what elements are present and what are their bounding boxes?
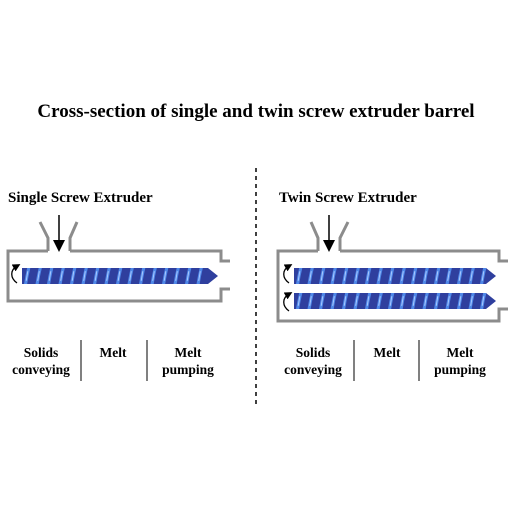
screw-flight-highlight [25,271,29,281]
screw-flight-highlight [389,271,393,281]
screw-flight-highlight [71,271,75,281]
screw-flight-highlight [332,296,335,306]
screw-flight-highlight [389,296,393,306]
screw-flight-highlight [481,271,485,281]
screw-flight-highlight [37,271,40,281]
screw-flight-highlight [175,271,178,281]
screw-flight-highlight [48,271,52,281]
screw-flight-highlight [297,271,301,281]
screw-flight-highlight [366,296,370,306]
screw-flight-highlight [83,271,86,281]
twin-rotation-arrow-bottom [283,292,293,312]
screw-flight-highlight [424,271,427,281]
screw-flight-highlight [60,271,63,281]
twin-zone-melt-pumping: Melt pumping [434,345,486,377]
screw-flight-highlight [320,296,324,306]
screw-flight-highlight [106,271,109,281]
screw-flight-highlight [481,296,485,306]
screw-flight-highlight [309,271,312,281]
screw-flight-highlight [198,271,201,281]
screw-flight-highlight [366,271,370,281]
screw-flight-highlight [332,271,335,281]
screw-flight-highlight [129,271,132,281]
screw-flight-highlight [355,296,358,306]
screw-flight-highlight [447,296,450,306]
screw-flight-highlight [447,271,450,281]
screw-flight-highlight [117,271,121,281]
screw-flight-highlight [355,271,358,281]
twin-screw-bottom [294,293,496,309]
screw-flight-highlight [152,271,155,281]
screw-flight-highlight [458,296,462,306]
diagram-title: Cross-section of single and twin screw e… [37,101,475,122]
single-zone-melt: Melt [99,345,127,360]
twin-zone-solids-conveying: Solids conveying [284,345,342,377]
screw-flight-highlight [343,271,347,281]
twin-rotation-arrow-top [283,264,293,284]
single-barrel [6,221,230,303]
single-zone-solids-conveying: Solids conveying [12,345,70,377]
screw-flight-highlight [343,296,347,306]
screw-flight-highlight [412,296,416,306]
twin-screw-title: Twin Screw Extruder [279,190,417,206]
screw-flight-highlight [435,271,439,281]
twin-zone-melt: Melt [373,345,401,360]
single-screw-title: Single Screw Extruder [8,190,153,206]
screw-flight-highlight [94,271,98,281]
screw-flight-highlight [458,271,462,281]
screw-flight-highlight [186,271,190,281]
screw-flight-highlight [401,296,404,306]
screw-flight-highlight [320,271,324,281]
screw-flight-highlight [470,296,473,306]
screw-flight-highlight [309,296,312,306]
single-zone-melt-pumping: Melt pumping [162,345,214,377]
screw-flight-highlight [435,296,439,306]
screw-flight-highlight [378,296,381,306]
screw-flight-highlight [140,271,144,281]
screw-flight-highlight [163,271,167,281]
screw-flight-highlight [412,271,416,281]
single-screw [22,268,218,284]
screw-flight-highlight [401,271,404,281]
single-rotation-arrow [11,264,21,284]
screw-flight-highlight [378,271,381,281]
twin-screw-top [294,268,496,284]
twin-barrel [276,221,508,323]
screw-flight-highlight [470,271,473,281]
screw-flight-highlight [424,296,427,306]
screw-flight-highlight [297,296,301,306]
